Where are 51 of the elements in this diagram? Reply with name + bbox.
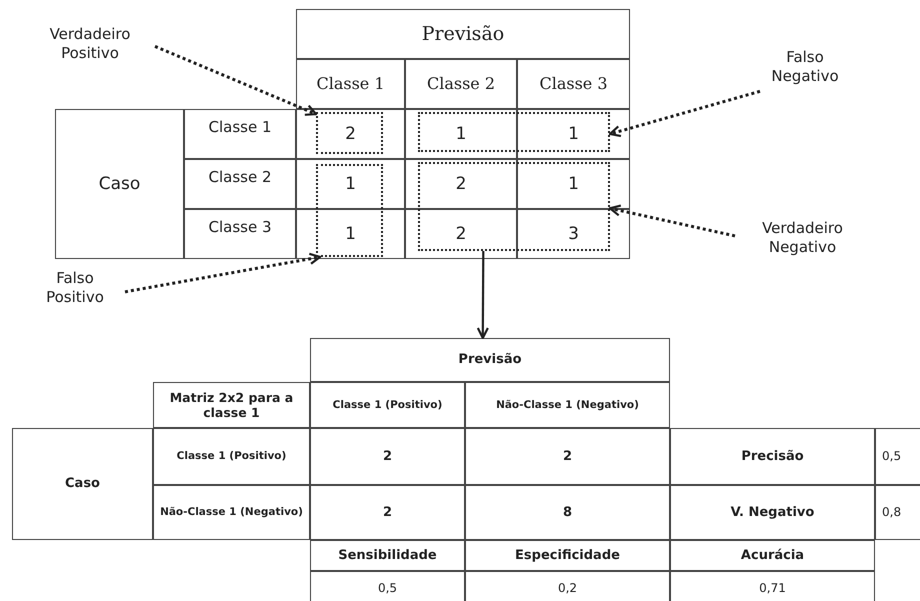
arrow [608,90,760,138]
arrow [124,252,322,294]
highlight-box [316,112,383,154]
count-value: 2 [405,209,517,259]
metric-name: Especificidade [465,540,670,571]
count-value: 3 [517,209,630,259]
annotation-text: Falso Negativo [760,40,850,94]
highlight-box [418,162,610,251]
row-group-header: Caso [55,109,184,259]
column-header: Classe 3 [517,59,630,109]
row-header: Não-Classe 1 (Negativo) [153,485,310,540]
metric-name: Acurácia [670,540,875,571]
column-header: Classe 1 (Positivo) [310,382,465,428]
metric-value: 0,5 [310,571,465,601]
metric-value: 0,71 [670,571,875,601]
column-header: Classe 1 [296,59,405,109]
arrow [476,251,489,340]
column-header: Não-Classe 1 (Negativo) [465,382,670,428]
metric-value: 0,8 [875,485,920,540]
metric-name: Sensibilidade [310,540,465,571]
count-value: 8 [465,485,670,540]
count-value: 2 [465,428,670,485]
row-header: Classe 1 [184,109,296,159]
count-value: 1 [517,109,630,159]
arrow [154,45,318,116]
table-title: Matriz 2x2 para a classe 1 [153,382,310,428]
column-header: Classe 2 [405,59,517,109]
annotation-text: Verdadeiro Positivo [25,20,155,68]
count-value: 2 [405,159,517,209]
metric-name: Precisão [670,428,875,485]
annotation-text: Falso Positivo [25,264,125,312]
row-header: Classe 1 (Positivo) [153,428,310,485]
count-value: 1 [517,159,630,209]
metric-value: 0,2 [465,571,670,601]
count-value: 1 [296,209,405,259]
row-group-header: Caso [12,428,153,540]
metric-name: V. Negativo [670,485,875,540]
count-value: 1 [405,109,517,159]
column-group-header: Previsão [310,338,670,382]
count-value: 2 [310,485,465,540]
metric-value: 0,5 [875,428,920,485]
row-header: Classe 2 [184,159,296,209]
count-value: 1 [296,159,405,209]
highlight-box [316,164,383,257]
annotation-text: Verdadeiro Negativo [735,212,870,264]
column-group-header: Previsão [296,9,630,59]
count-value: 2 [296,109,405,159]
count-value: 2 [310,428,465,485]
arrow [608,204,736,238]
highlight-box [418,112,610,152]
row-header: Classe 3 [184,209,296,259]
